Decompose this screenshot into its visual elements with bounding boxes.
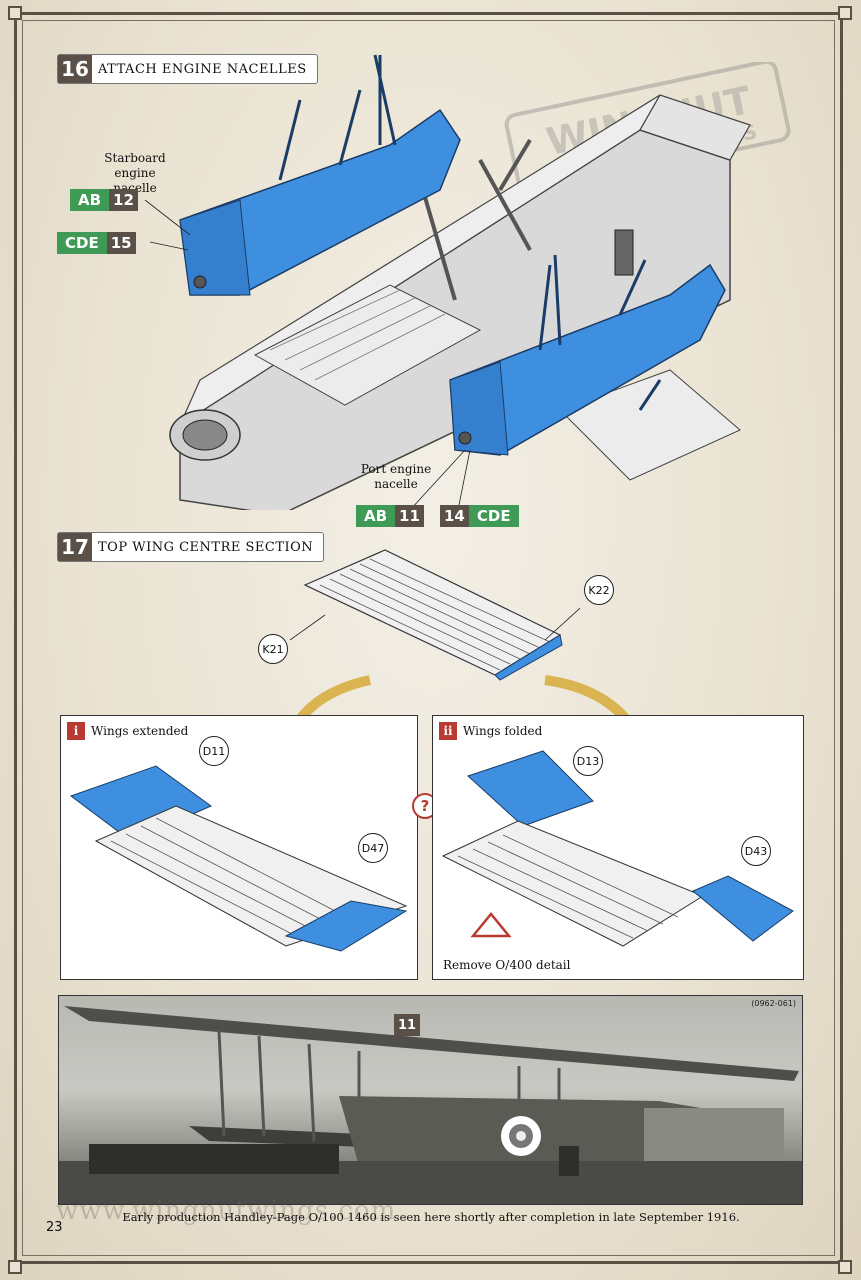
photo-caption: Early production Handley-Page O/100 1460…: [122, 1210, 740, 1224]
panel-header: ii Wings folded: [439, 722, 542, 740]
callout-d43: D43: [741, 836, 771, 866]
page-number: 23: [46, 1220, 63, 1235]
callout-d13: D13: [573, 746, 603, 776]
website-watermark: www.wingnutwings.com: [56, 1196, 397, 1226]
callout-d11: D11: [199, 736, 229, 766]
inner-frame: [22, 20, 835, 1256]
option-numeral: ii: [439, 722, 457, 740]
panel-wings-folded: ii Wings folded D13 D43 Remove O/400 det…: [432, 715, 804, 980]
starboard-tag-cde: CDE 15: [57, 232, 136, 254]
panel-header: i Wings extended: [67, 722, 188, 740]
frame-corner: [838, 1260, 852, 1274]
remove-detail-note: Remove O/400 detail: [443, 958, 571, 972]
fuselage-illustration: [144, 54, 751, 510]
wings-extended-illustration: [69, 765, 408, 952]
callout-d47: D47: [358, 833, 388, 863]
frame-corner: [838, 6, 852, 20]
panel-title: Wings extended: [91, 724, 189, 738]
frame-corner: [8, 1260, 22, 1274]
wings-folded-illustration: [441, 750, 794, 947]
port-nacelle: [449, 254, 726, 456]
version-label: AB: [356, 505, 396, 527]
part-badge: 11: [394, 1014, 420, 1036]
port-tag-ab: AB 11: [356, 505, 424, 527]
version-label: CDE: [57, 232, 107, 254]
step-16-header: 16 ATTACH ENGINE NACELLES: [57, 54, 318, 84]
panel-wings-extended: i Wings extended D11 D47: [60, 715, 418, 980]
panel-title: Wings folded: [463, 724, 543, 738]
biplane-photo-image: [59, 1006, 802, 1204]
starboard-tag-ab: AB 12: [70, 189, 138, 211]
port-tag-cde: 14 CDE: [440, 505, 519, 527]
photo-reference-code: (0962-061): [751, 999, 796, 1008]
part-number: 12: [109, 189, 138, 211]
step-title: ATTACH ENGINE NACELLES: [98, 61, 307, 77]
part-number: 14: [440, 505, 469, 527]
top-wing-centre-illustration: [290, 549, 580, 681]
frame-corner: [8, 6, 22, 20]
option-numeral: i: [67, 722, 85, 740]
part-number: 11: [395, 505, 424, 527]
step-number: 17: [58, 533, 92, 561]
port-nacelle-label: Port engine nacelle: [360, 462, 432, 491]
part-number: 15: [106, 232, 136, 254]
version-label: AB: [70, 189, 110, 211]
callout-k22: K22: [584, 575, 614, 605]
historical-photo: (0962-061) 11: [58, 995, 803, 1205]
starboard-nacelle: [179, 54, 461, 296]
version-label: CDE: [468, 505, 519, 527]
callout-k21: K21: [258, 634, 288, 664]
step-number: 16: [58, 55, 92, 83]
step-17-header: 17 TOP WING CENTRE SECTION: [57, 532, 325, 562]
outer-frame: [14, 12, 843, 1264]
step-title: TOP WING CENTRE SECTION: [98, 539, 314, 555]
